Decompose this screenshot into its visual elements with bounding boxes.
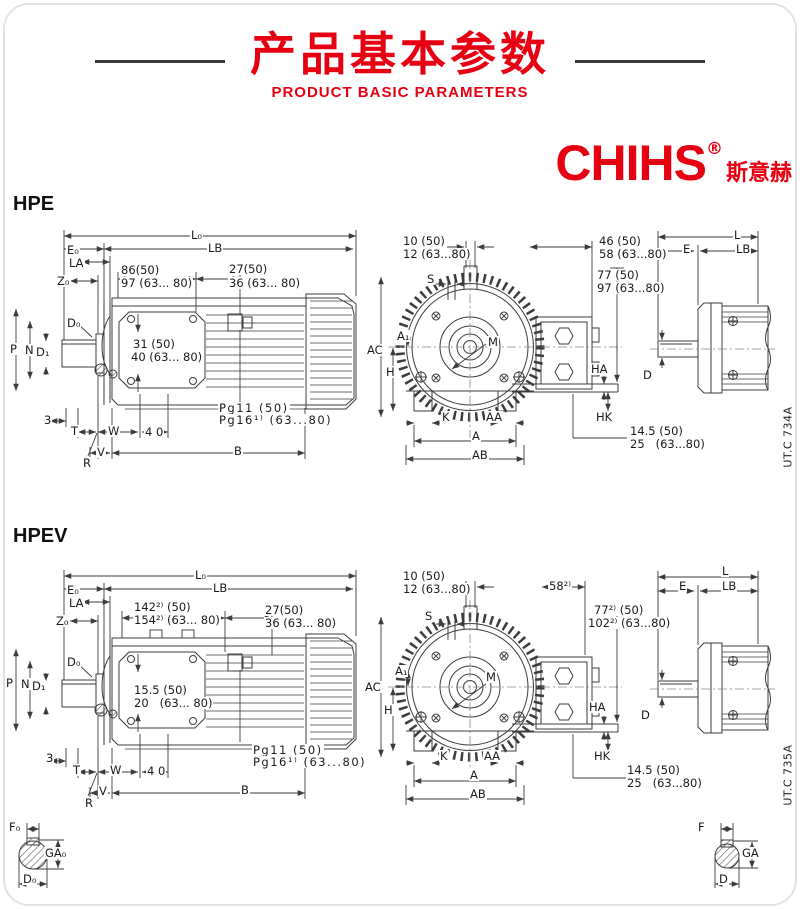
header-rule-left: [95, 60, 225, 63]
registered-trademark-icon: ®: [705, 139, 723, 159]
hpev-drawing: [16, 570, 775, 805]
page-subtitle: PRODUCT BASIC PARAMETERS: [271, 84, 529, 101]
section-label-hpe: HPE: [13, 193, 55, 215]
hpev-specific-dimensions: [121, 581, 586, 655]
brand-name-cn: 斯意赫: [725, 161, 792, 186]
header: 产品基本参数 PRODUCT BASIC PARAMETERS: [0, 26, 800, 101]
drawing-code-hpev: UT.C 735A: [781, 744, 795, 806]
shaft-section-left: [18, 823, 64, 888]
hpe-drawing: [16, 230, 775, 465]
section-label-hpev: HPEV: [13, 525, 68, 547]
header-rule-right: [575, 60, 705, 63]
shaft-section-right: [714, 823, 758, 888]
page-title: 产品基本参数: [250, 27, 550, 81]
brand-logo: CHIHS®斯意赫: [555, 134, 792, 192]
drawing-code-hpe: UT.C 734A: [781, 406, 795, 468]
brand-name: CHIHS: [555, 135, 707, 191]
